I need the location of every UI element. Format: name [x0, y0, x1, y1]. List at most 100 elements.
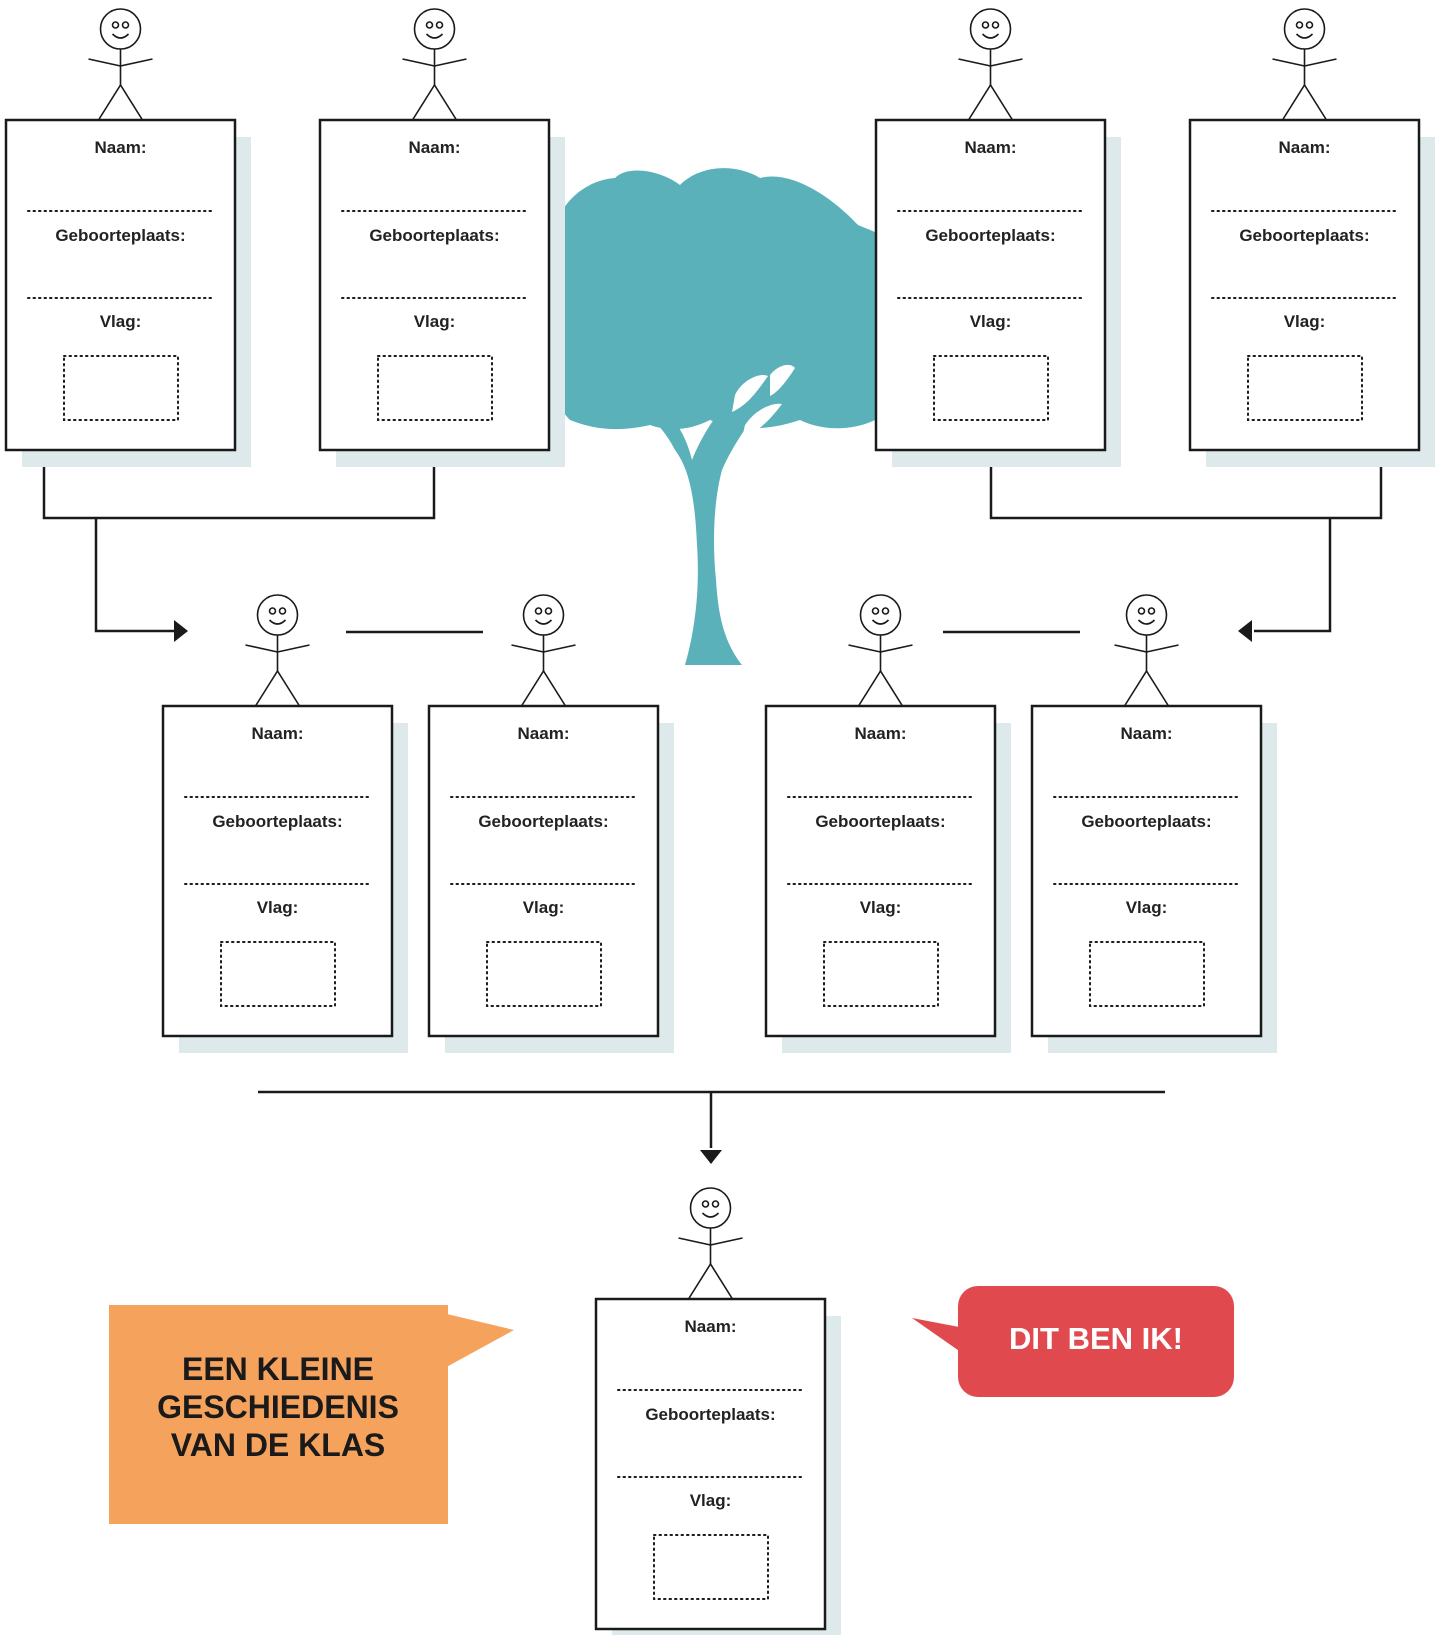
figure-head [413, 8, 456, 50]
figure-arm [511, 644, 544, 653]
figure-eye [881, 607, 890, 615]
figure-eye [111, 21, 120, 29]
figure-smile [701, 1212, 720, 1218]
tree-branch-gap [732, 374, 768, 412]
flag-drawing-box[interactable] [486, 941, 602, 1007]
figure-smile [981, 33, 1000, 39]
flag-drawing-box[interactable] [377, 355, 493, 421]
figure-eye [991, 21, 1000, 29]
card-frame [427, 704, 660, 1038]
person-card-grandparent-3: Naam:Geboorteplaats:Vlag: [874, 8, 1121, 467]
figure-legs [967, 83, 1014, 121]
title-line-2: GESCHIEDENIS [157, 1389, 399, 1425]
flag-drawing-box[interactable] [63, 355, 179, 421]
figure-smile [268, 619, 287, 625]
figure-legs [254, 669, 301, 707]
arrow-right-icon [174, 620, 188, 642]
speech-bubble-body [958, 1286, 1234, 1397]
flag-label: Vlag: [1284, 312, 1326, 331]
figure-head [969, 8, 1012, 50]
figure-head [256, 594, 299, 636]
flag-label: Vlag: [690, 1491, 732, 1510]
figure-arm [277, 644, 310, 653]
stick-figure-icon [958, 8, 1023, 121]
flag-drawing-box[interactable] [1089, 941, 1205, 1007]
name-label: Naam: [518, 724, 570, 743]
figure-smile [1137, 619, 1156, 625]
flag-label: Vlag: [970, 312, 1012, 331]
person-card-grandparent-1: Naam:Geboorteplaats:Vlag: [4, 8, 251, 467]
figure-arm [402, 58, 435, 67]
stick-figure-icon [245, 594, 310, 707]
stick-figure-icon [88, 8, 153, 121]
figure-eye [1305, 21, 1314, 29]
figure-legs [411, 83, 458, 121]
figure-legs [520, 669, 567, 707]
birthplace-label: Geboorteplaats: [55, 226, 185, 245]
flag-drawing-box[interactable] [933, 355, 1049, 421]
flag-label: Vlag: [100, 312, 142, 331]
name-label: Naam: [1279, 138, 1331, 157]
figure-arm [434, 58, 467, 67]
person-card-parent-2: Naam:Geboorteplaats:Vlag: [427, 594, 674, 1053]
figure-arm [1146, 644, 1179, 653]
figure-eye [1295, 21, 1304, 29]
card-frame [874, 118, 1107, 452]
name-label: Naam: [1121, 724, 1173, 743]
stick-figure-icon [1272, 8, 1337, 121]
arrow-down-icon [700, 1150, 722, 1164]
person-card-me: Naam:Geboorteplaats:Vlag: [594, 1187, 841, 1635]
stick-figure-icon [402, 8, 467, 121]
figure-arm [848, 644, 881, 653]
stick-figure-icon [678, 1187, 743, 1300]
stick-figure-icon [1114, 594, 1179, 707]
figure-eye [1147, 607, 1156, 615]
figure-arm [1114, 644, 1147, 653]
figure-arm [120, 58, 153, 67]
flag-drawing-box[interactable] [220, 941, 336, 1007]
title-line-1: EEN KLEINE [182, 1351, 374, 1387]
figure-eye [1137, 607, 1146, 615]
arrow-left-icon [1238, 620, 1252, 642]
grandparents-right-connector [989, 450, 1383, 633]
person-card-parent-3: Naam:Geboorteplaats:Vlag: [764, 594, 1011, 1053]
figure-eye [534, 607, 543, 615]
birthplace-label: Geboorteplaats: [645, 1405, 775, 1424]
person-card-grandparent-4: Naam: Geboorteplaats: Vlag: [1188, 8, 1435, 467]
birthplace-label: Geboorteplaats: [478, 812, 608, 831]
figure-legs [687, 1262, 734, 1300]
figure-head [99, 8, 142, 50]
speech-bubble-body [109, 1305, 448, 1524]
card-frame [1188, 118, 1421, 452]
flag-drawing-box[interactable] [653, 1534, 769, 1600]
flag-drawing-box[interactable] [823, 941, 939, 1007]
figure-arm [710, 1237, 743, 1246]
title-line-3: VAN DE KLAS [171, 1427, 386, 1463]
card-frame [764, 704, 997, 1038]
figure-arm [958, 58, 991, 67]
birthplace-label: Geboorteplaats: [1081, 812, 1211, 831]
figure-smile [871, 619, 890, 625]
figure-head [522, 594, 565, 636]
figure-arm [678, 1237, 711, 1246]
figure-eye [701, 1200, 710, 1208]
card-frame [4, 118, 237, 452]
figure-eye [871, 607, 880, 615]
person-card-parent-1: Naam:Geboorteplaats:Vlag: [161, 594, 408, 1053]
tree-canopy [548, 168, 875, 430]
figure-arm [880, 644, 913, 653]
me-speech-bubble: DIT BEN IK! [912, 1286, 1234, 1397]
flag-drawing-box[interactable] [1247, 355, 1363, 421]
tree-branch-gap [742, 403, 782, 438]
card-frame [318, 118, 551, 452]
figure-eye [268, 607, 277, 615]
figure-legs [1123, 669, 1170, 707]
flag-label: Vlag: [1126, 898, 1168, 917]
figure-head [689, 1187, 732, 1229]
figure-smile [1295, 33, 1314, 39]
tree-trunk [640, 383, 776, 665]
figure-arm [1304, 58, 1337, 67]
birthplace-label: Geboorteplaats: [1239, 226, 1369, 245]
figure-eye [278, 607, 287, 615]
